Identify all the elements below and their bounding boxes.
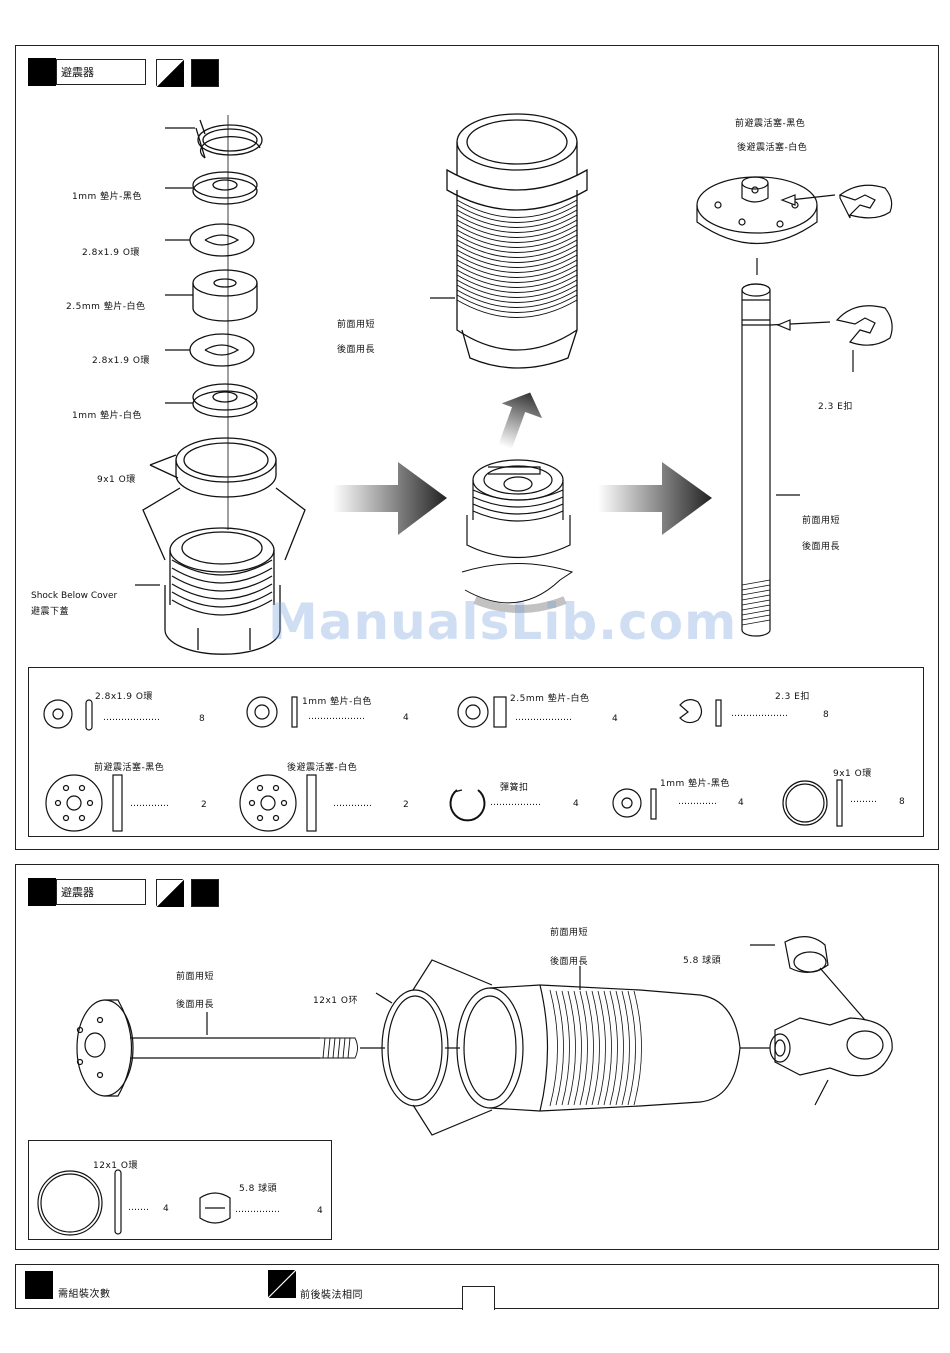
- label-washer-white: 1mm 墊片-白色: [72, 411, 142, 421]
- bag2-item-0-qty: 4: [163, 1204, 170, 1214]
- bag1-item-8-qty: 8: [899, 797, 906, 807]
- label-spacer-white: 2.5mm 墊片-白色: [66, 302, 146, 312]
- legend-count-icon: [25, 1271, 53, 1299]
- bag1-item-1-dots: ………………………: [308, 712, 365, 722]
- step1-same-icon: [155, 58, 185, 88]
- bag1-item-2-name: 2.5mm 墊片-白色: [510, 694, 590, 704]
- bag1-item-5-qty: 2: [403, 800, 410, 810]
- bag1-item-1-name: 1mm 墊片-白色: [302, 697, 372, 707]
- step1-count-icon: [191, 59, 219, 87]
- bag1-item-3-dots: ………………………: [731, 709, 788, 719]
- bag1-item-0-qty: 8: [199, 714, 206, 724]
- legend-same-label: 前後裝法相同: [300, 1290, 363, 1301]
- step2-title: 避震器: [56, 879, 146, 905]
- label-shaft-front: 前面用短: [802, 516, 841, 526]
- bag1-item-3-qty: 8: [823, 710, 830, 720]
- bag2-item-1-dots: …………………: [235, 1205, 280, 1215]
- label-shaft-rear: 後面用長: [802, 542, 841, 552]
- step1-title: 避震器: [56, 59, 146, 85]
- step1-parts-box: [28, 667, 924, 837]
- s2-label-ball: 5.8 球頭: [683, 956, 722, 966]
- bag1-item-7-name: 1mm 墊片-黑色: [660, 779, 730, 789]
- legend-same-icon: [267, 1269, 297, 1299]
- label-oring-big: 9x1 O環: [97, 475, 136, 485]
- label-eclip: 2.3 E扣: [818, 402, 853, 412]
- s2-label-body-rear: 後面用長: [550, 957, 589, 967]
- page-number-tab: [462, 1286, 495, 1310]
- step2-assembly-drawing: [76, 936, 893, 1136]
- bag1-item-5-dots: ………………: [333, 799, 372, 809]
- bag2-item-1-qty: 4: [317, 1206, 324, 1216]
- bag1-item-6-name: 彈簧扣: [500, 783, 529, 793]
- step1-assembled-drawing: [461, 459, 574, 613]
- s2-label-shaft-rear: 後面用長: [176, 1000, 215, 1010]
- bag1-item-2-dots: ………………………: [515, 713, 572, 723]
- label-cover-zh: 避震下蓋: [31, 607, 70, 617]
- step2-count-icon: [191, 879, 219, 907]
- label-body-front: 前面用短: [337, 320, 376, 330]
- bag2-item-0-dots: ………: [128, 1203, 149, 1213]
- legend-count-label: 需組裝次數: [58, 1289, 111, 1300]
- step2-same-icon: [155, 878, 185, 908]
- bag1-item-7-qty: 4: [738, 798, 745, 808]
- step2-parts-icons: [37, 1169, 231, 1236]
- step1-arrows: [333, 392, 712, 535]
- bag1-item-3-name: 2.3 E扣: [775, 692, 810, 702]
- bag1-item-0-name: 2.8x1.9 O環: [95, 692, 153, 702]
- bag1-item-4-qty: 2: [201, 800, 208, 810]
- step1-shock-body-drawing: [430, 113, 588, 369]
- bag1-item-8-name: 9x1 O環: [833, 769, 872, 779]
- label-oring-b: 2.8x1.9 O環: [92, 356, 150, 366]
- watermark: ManualsLib.com: [268, 593, 738, 651]
- bag1-item-7-dots: ………………: [678, 797, 717, 807]
- step2-parts-box: [28, 1140, 332, 1240]
- label-piston-front: 前避震活塞-黑色: [735, 119, 806, 129]
- step1-number-box: [28, 58, 56, 86]
- step1-parts-icons: [43, 696, 843, 832]
- s2-label-shaft-front: 前面用短: [176, 972, 215, 982]
- s2-label-oring: 12x1 O环: [313, 996, 358, 1006]
- bag1-item-8-dots: …………: [850, 795, 877, 805]
- step1-piston-shaft-drawing: [696, 176, 893, 637]
- bag1-item-1-qty: 4: [403, 713, 410, 723]
- label-cover-en: Shock Below Cover: [31, 591, 118, 601]
- label-washer-black: 1mm 墊片-黑色: [72, 192, 142, 202]
- s2-label-body-front: 前面用短: [550, 928, 589, 938]
- bag1-item-4-name: 前避震活塞-黑色: [94, 763, 165, 773]
- bag2-item-0-name: 12x1 O環: [93, 1161, 138, 1171]
- bag1-item-5-name: 後避震活塞-白色: [287, 763, 358, 773]
- bag1-item-4-dots: ………………: [130, 799, 169, 809]
- step2-number-box: [28, 878, 56, 906]
- label-piston-rear: 後避震活塞-白色: [737, 143, 808, 153]
- step1-left-stack-drawing: [135, 115, 306, 655]
- bag2-item-1-name: 5.8 球頭: [239, 1184, 278, 1194]
- label-body-rear: 後面用長: [337, 345, 376, 355]
- bag1-item-6-dots: ……………………: [490, 798, 541, 808]
- bag1-item-0-dots: ………………………: [103, 713, 160, 723]
- label-oring-a: 2.8x1.9 O環: [82, 248, 140, 258]
- bag1-item-2-qty: 4: [612, 714, 619, 724]
- bag1-item-6-qty: 4: [573, 799, 580, 809]
